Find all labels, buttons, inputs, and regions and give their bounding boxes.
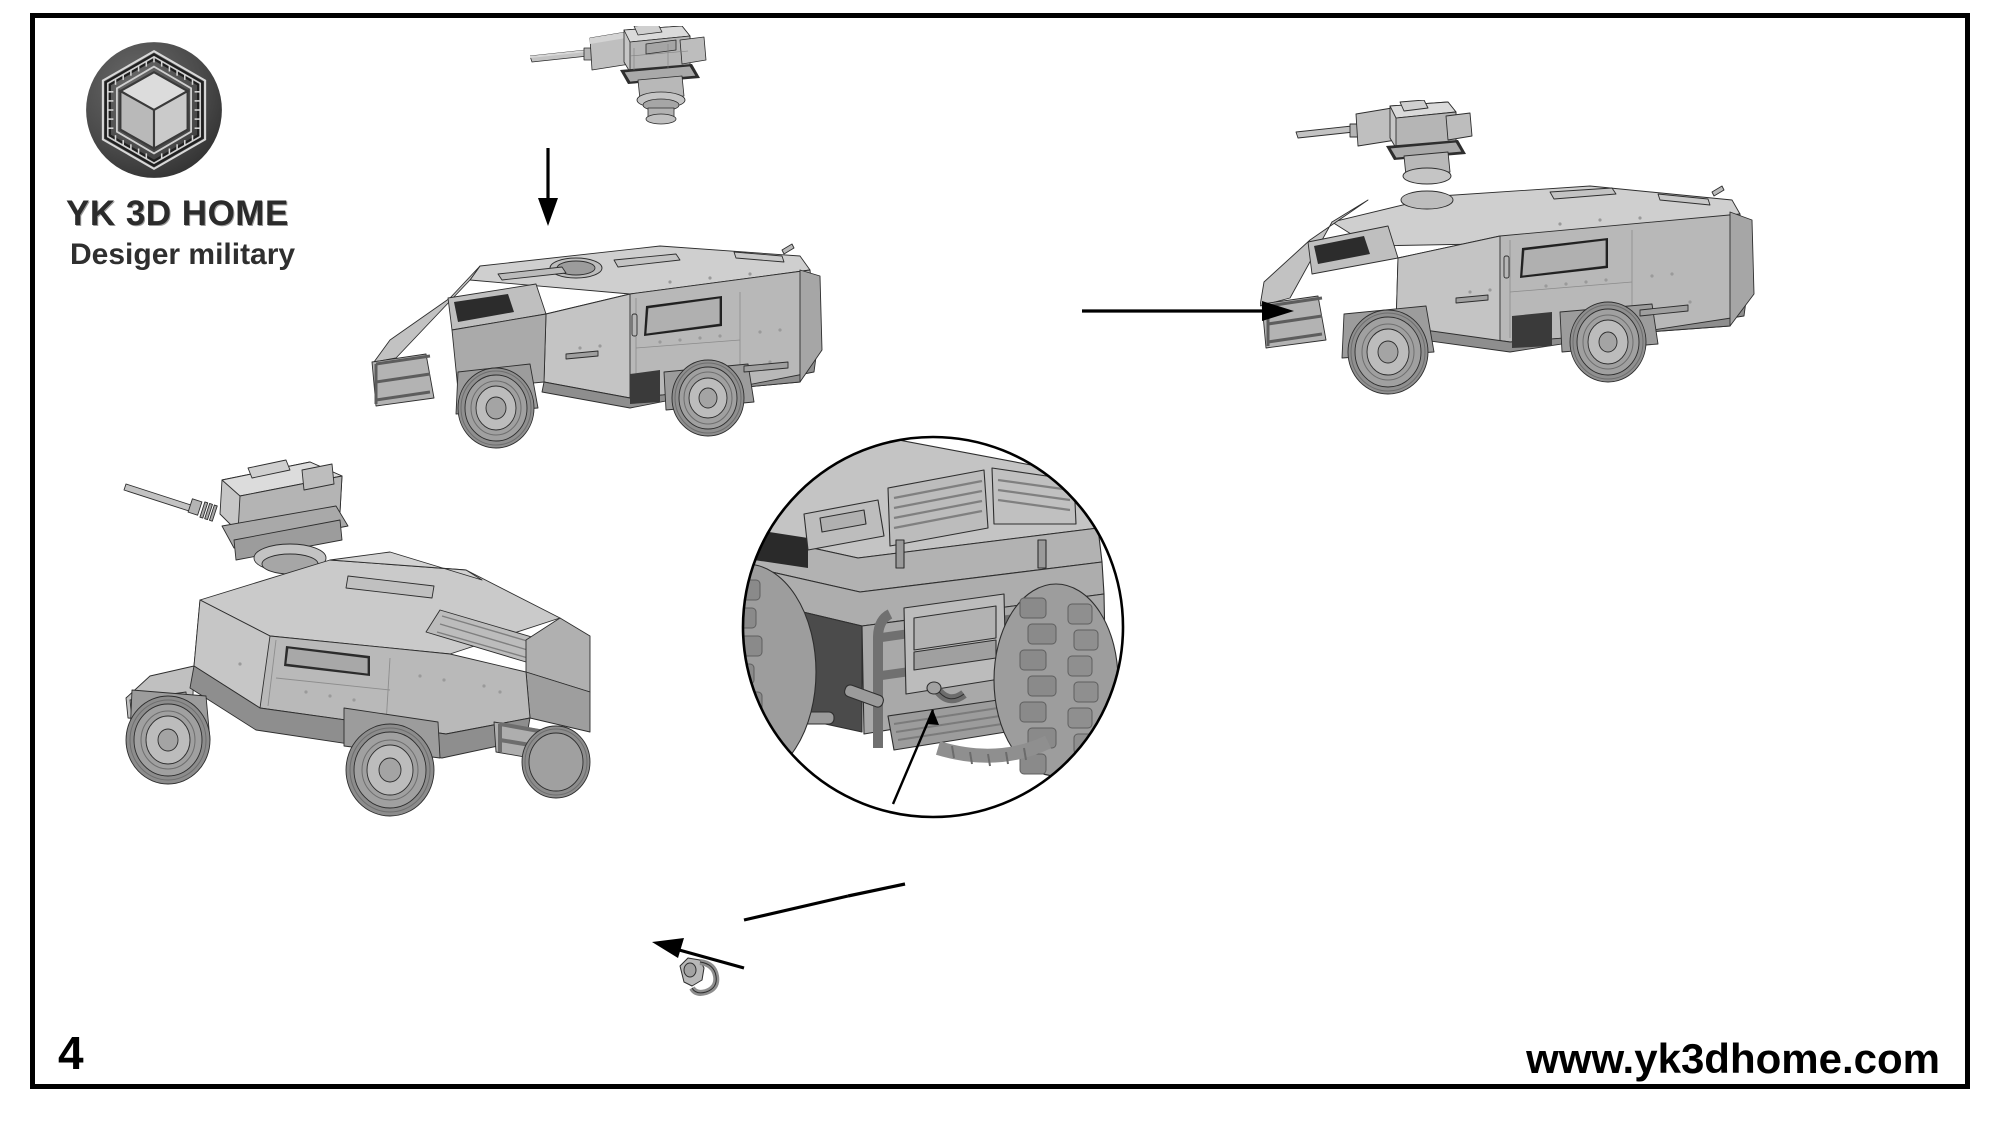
- figure-turret-subassembly: [530, 26, 760, 156]
- detail-leader-arrow: [743, 882, 906, 922]
- turret-subassembly-render: [530, 26, 707, 125]
- hexagon-cube-logo-icon: [86, 42, 222, 178]
- turret-drop-arrow: [538, 148, 558, 226]
- figure-rear-three-quarter: [90, 440, 710, 840]
- figure-hull-with-turret: [1260, 100, 1780, 400]
- rear-three-quarter-render: [123, 459, 591, 817]
- detail-callout-render: [741, 435, 1125, 819]
- figure-hull-no-turret: [330, 222, 850, 452]
- hull-with-turret-render: [1260, 100, 1755, 395]
- hull-no-turret-render: [371, 243, 823, 449]
- detail-inner-pointer-arrow: [891, 709, 939, 805]
- brand-title: YK 3D HOME: [66, 194, 289, 233]
- tow-hook-part-render: [679, 957, 720, 996]
- site-url: www.yk3dhome.com: [1526, 1035, 1940, 1082]
- brand-block: YK 3D HOME Desiger military: [62, 40, 362, 272]
- part-tow-hook: [674, 952, 722, 996]
- detail-callout-circle: [738, 432, 1128, 822]
- brand-subtitle: Desiger military: [70, 238, 296, 271]
- page-number: 4: [58, 1027, 84, 1079]
